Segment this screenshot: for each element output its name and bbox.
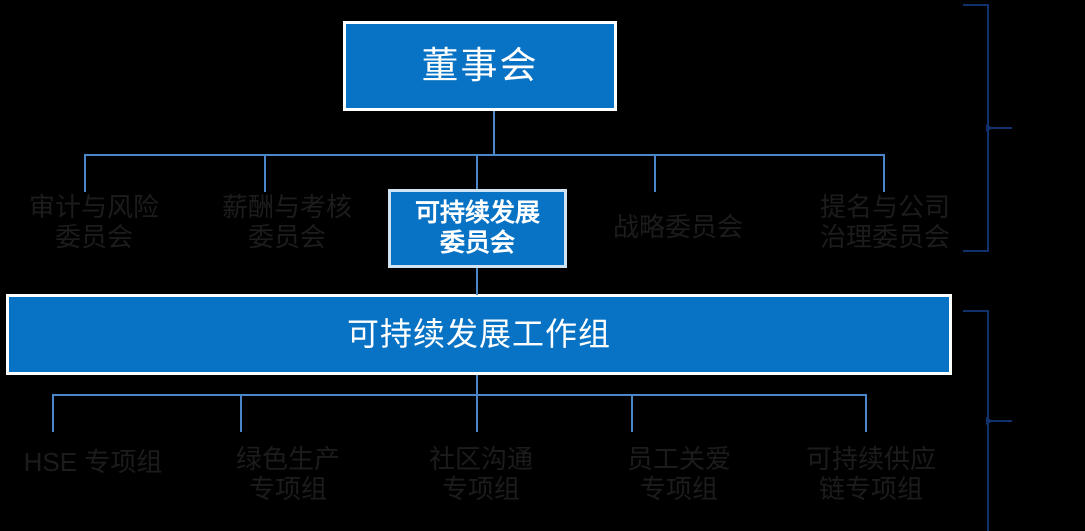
- connector-drop-committee-3: [476, 154, 478, 189]
- connector-drop-committee-4: [654, 154, 656, 192]
- connector-workgroup-stem: [476, 375, 478, 395]
- bracket-board-level-arm: [988, 127, 1012, 129]
- node-nomination-governance-committee[interactable]: 提名与公司 治理委员会: [819, 192, 950, 253]
- connector-drop-committee-2: [264, 154, 266, 192]
- connector-drop-committee-1: [84, 154, 86, 192]
- node-community-communication-team[interactable]: 社区沟通 专项组: [428, 444, 533, 505]
- node-strategy-committee[interactable]: 战略委员会: [612, 212, 743, 242]
- node-sustainability-working-group-label: 可持续发展工作组: [346, 315, 611, 352]
- connector-level4-bus: [52, 394, 866, 396]
- node-sustainability-working-group[interactable]: 可持续发展工作组: [6, 294, 952, 375]
- node-employee-care-team[interactable]: 员工关爱 专项组: [626, 444, 731, 505]
- connector-drop-team-4: [631, 394, 633, 432]
- connector-drop-team-2: [240, 394, 242, 432]
- bracket-workgroup-level-arm: [988, 420, 1012, 422]
- connector-committee-to-workgroup: [476, 268, 478, 295]
- node-board-of-directors[interactable]: 董事会: [343, 21, 617, 111]
- connector-level2-bus: [84, 154, 884, 156]
- node-compensation-committee[interactable]: 薪酬与考核 委员会: [221, 192, 352, 253]
- node-hse-team[interactable]: HSE 专项组: [23, 447, 163, 477]
- node-audit-risk-committee[interactable]: 审计与风险 委员会: [28, 192, 159, 253]
- node-board-label: 董事会: [421, 45, 539, 87]
- connector-drop-team-1: [52, 394, 54, 432]
- node-sustainable-development-committee[interactable]: 可持续发展 委员会: [388, 189, 567, 268]
- connector-drop-team-5: [865, 394, 867, 432]
- bracket-workgroup-level-tip: [986, 417, 993, 425]
- connector-drop-team-3: [476, 394, 478, 432]
- node-sustainable-development-committee-label: 可持续发展 委员会: [414, 199, 540, 257]
- connector-drop-committee-5: [883, 154, 885, 192]
- bracket-board-level-tip: [986, 124, 993, 132]
- connector-board-stem: [493, 111, 495, 155]
- node-green-production-team[interactable]: 绿色生产 专项组: [235, 444, 340, 505]
- node-sustainable-supply-chain-team[interactable]: 可持续供应 链专项组: [805, 444, 936, 505]
